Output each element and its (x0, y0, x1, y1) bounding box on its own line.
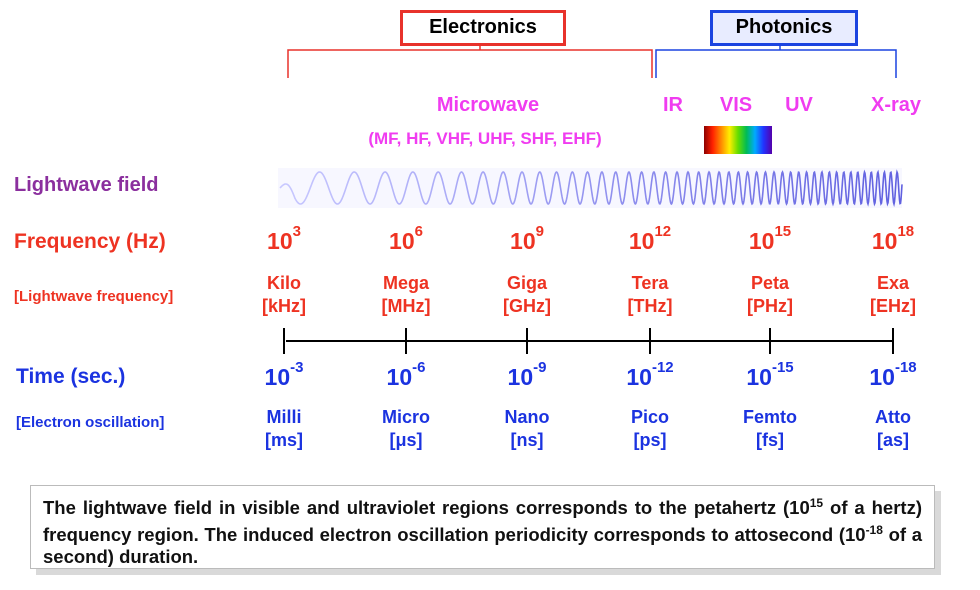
frequency-tick-power-exponent: 18 (897, 223, 915, 240)
time-tick-power-exponent: -15 (771, 359, 794, 376)
frequency-tick-power: 1018 (871, 223, 914, 255)
vis-label: VIS (719, 94, 753, 116)
frequency-label: Frequency (Hz) (14, 230, 166, 253)
xray-label: X-ray (870, 94, 922, 116)
microwave-bands-label: (MF, HF, VHF, UHF, SHF, EHF) (368, 129, 602, 148)
photonics-label: Photonics (710, 10, 858, 46)
frequency-tick-unit: [THz] (627, 296, 673, 316)
time-tick-unit: [ps] (633, 430, 667, 450)
frequency-tick-power: 103 (267, 223, 301, 255)
time-tick-power-base: 10 (264, 364, 291, 390)
caption-sup-1: 15 (809, 496, 824, 510)
frequency-tick-power-base: 10 (628, 228, 655, 254)
time-tick-power: 10-12 (626, 359, 673, 391)
time-tick-prefix: Pico (630, 407, 670, 427)
frequency-tick-power-base: 10 (267, 228, 293, 254)
time-tick-unit: [fs] (756, 430, 784, 450)
ir-label: IR (663, 94, 683, 116)
frequency-tick-power-exponent: 15 (774, 223, 792, 240)
time-tick-prefix: Milli (266, 407, 302, 427)
electronics-bracket (287, 49, 653, 78)
time-tick-power-base: 10 (869, 364, 895, 390)
time-tick-power-base: 10 (507, 364, 534, 390)
uv-label: UV (785, 94, 813, 116)
time-tick-power-base: 10 (626, 364, 652, 390)
frequency-tick-power-base: 10 (510, 228, 536, 254)
time-tick-prefix: Nano (504, 407, 550, 427)
frequency-tick-prefix: Mega (382, 273, 430, 293)
time-tick-prefix: Femto (743, 407, 797, 427)
time-tick-power: 10-18 (869, 359, 916, 391)
time-tick-power-base: 10 (746, 364, 772, 390)
time-tick-power: 10-3 (264, 359, 304, 391)
frequency-tick-power: 106 (389, 223, 423, 255)
frequency-tick-power-exponent: 12 (654, 223, 672, 240)
time-tick-unit: [μs] (389, 430, 423, 450)
time-tick-power: 10-6 (386, 359, 426, 391)
frequency-tick-prefix: Tera (631, 273, 669, 293)
frequency-tick-unit: [GHz] (503, 296, 551, 316)
frequency-tick-prefix: Peta (750, 273, 790, 293)
time-tick-power: 10-15 (746, 359, 793, 391)
time-tick-unit: [ns] (510, 430, 544, 450)
time-tick-unit: [as] (876, 430, 910, 450)
frequency-tick-power-exponent: 3 (292, 223, 301, 240)
time-sub-label: [Electron oscillation] (16, 414, 165, 431)
region-brackets (287, 43, 897, 78)
photonics-bracket (655, 49, 897, 78)
time-tick-unit: [ms] (264, 430, 304, 450)
frequency-tick-prefix: Exa (876, 273, 910, 293)
frequency-tick-prefix: Giga (506, 273, 548, 293)
lightwave-field-label: Lightwave field (14, 174, 159, 196)
frequency-tick-power-base: 10 (389, 228, 415, 254)
microwave-label: Microwave (436, 94, 540, 116)
visible-spectrum-bar (704, 126, 772, 154)
frequency-tick-prefix: Kilo (267, 273, 301, 293)
time-tick-power-exponent: -6 (412, 359, 426, 376)
time-tick-power-exponent: -3 (290, 359, 304, 376)
caption-text-2: of a hertz) frequency region. The induce… (43, 497, 922, 546)
frequency-tick-power: 1015 (748, 223, 791, 255)
time-tick-power-exponent: -12 (651, 359, 674, 376)
time-tick-prefix: Micro (381, 407, 431, 427)
time-tick-prefix: Atto (875, 407, 911, 427)
time-tick-power-exponent: -9 (533, 359, 547, 376)
frequency-tick-unit: [MHz] (381, 296, 431, 316)
scale-axis (283, 328, 894, 354)
caption-box: The lightwave field in visible and ultra… (30, 485, 935, 569)
caption-text-1: The lightwave field in visible and ultra… (43, 497, 810, 519)
time-tick-power-base: 10 (386, 364, 413, 390)
electronics-label: Electronics (400, 10, 566, 46)
lightwave-wave (278, 168, 903, 208)
frequency-tick-power: 109 (510, 223, 544, 255)
frequency-tick-unit: [PHz] (747, 296, 793, 316)
wave-curve (279, 169, 903, 208)
time-tick-power-exponent: -18 (894, 359, 917, 376)
frequency-tick-unit: [kHz] (262, 296, 306, 316)
time-label: Time (sec.) (16, 365, 126, 388)
caption-text-3: of a second) duration. (43, 524, 923, 568)
frequency-tick-power-exponent: 9 (535, 223, 544, 240)
frequency-tick-power-exponent: 6 (414, 223, 423, 240)
frequency-sub-label: [Lightwave frequency] (14, 288, 174, 305)
frequency-tick-power-base: 10 (871, 228, 898, 254)
caption-sup-2: -18 (865, 523, 883, 538)
frequency-tick-power-base: 10 (748, 228, 775, 254)
time-tick-power: 10-9 (507, 359, 547, 391)
frequency-tick-unit: [EHz] (870, 296, 916, 316)
frequency-tick-power: 1012 (628, 223, 671, 255)
